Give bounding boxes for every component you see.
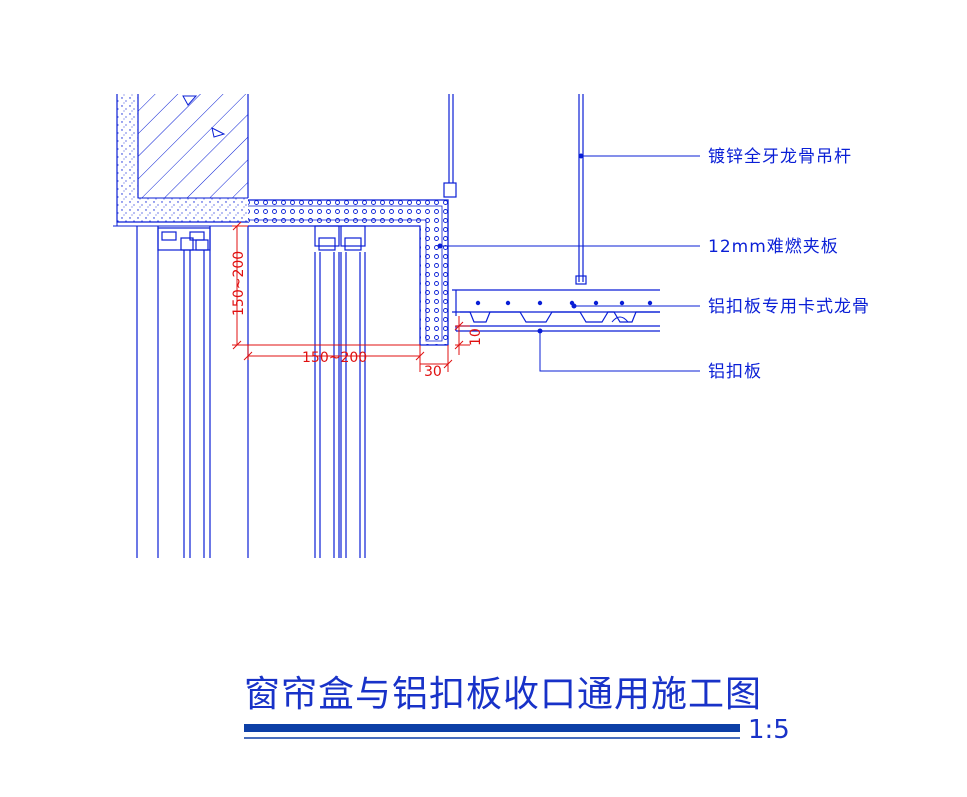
dimension-horizontal: 150~200 bbox=[302, 350, 367, 366]
plaster-layer bbox=[113, 94, 248, 227]
callout-clip-keel: 铝扣板专用卡式龙骨 bbox=[708, 297, 870, 317]
dimension-board-offset: 30 bbox=[424, 364, 442, 380]
aluminum-panel bbox=[455, 325, 660, 332]
dimension-panel-gap: 10 bbox=[468, 328, 484, 346]
clip-keel bbox=[452, 289, 660, 323]
drawing-scale: 1:5 bbox=[748, 715, 790, 745]
callout-aluminum-panel: 铝扣板 bbox=[708, 362, 762, 382]
dimension-lines bbox=[232, 221, 470, 372]
callout-fireproof-board: 12mm难燃夹板 bbox=[708, 237, 839, 257]
callout-hanger-rod: 镀锌全牙龙骨吊杆 bbox=[708, 147, 852, 167]
window-frame bbox=[136, 226, 249, 558]
curtain-box-board bbox=[248, 199, 449, 346]
concrete-wall bbox=[137, 94, 249, 198]
dimension-vertical: 150~200 bbox=[231, 251, 247, 316]
drawing-title: 窗帘盒与铝扣板收口通用施工图 bbox=[244, 674, 762, 715]
title-underline-thick bbox=[244, 724, 740, 732]
hanger-rods bbox=[443, 94, 587, 285]
curtain-track bbox=[314, 225, 366, 558]
callout-leaders bbox=[437, 153, 700, 372]
